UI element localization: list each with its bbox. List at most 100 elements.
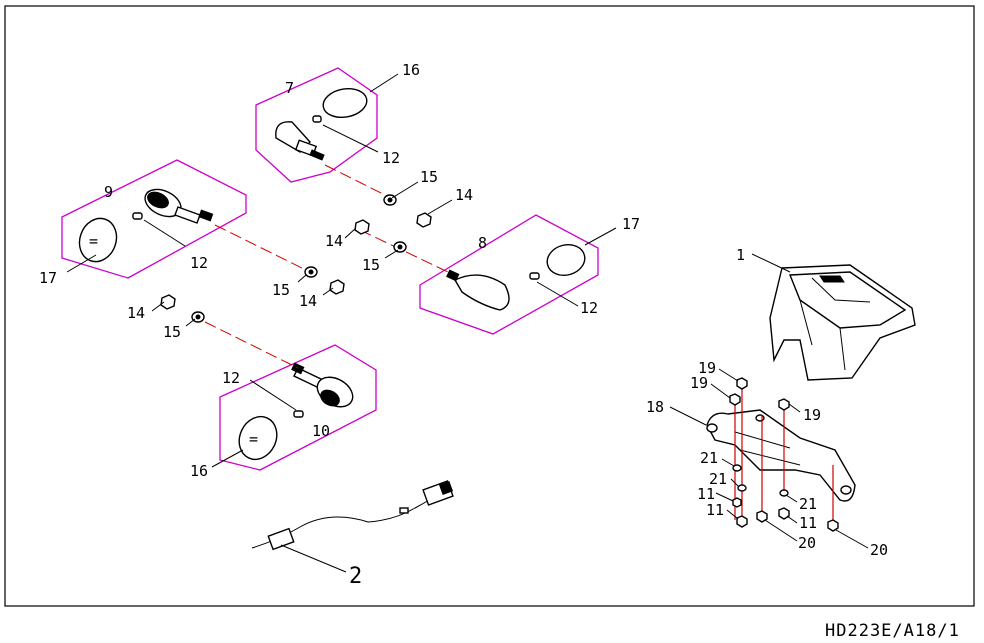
callout-12-lower: 12 bbox=[222, 369, 240, 387]
callout-18: 18 bbox=[646, 398, 664, 416]
callout-14-left: 14 bbox=[299, 292, 317, 310]
harness-clip bbox=[399, 507, 409, 514]
indicator-assembly-10: = bbox=[204, 321, 377, 471]
callout-19-c: 19 bbox=[803, 406, 821, 424]
diagram-code: HD223E/A18/1 bbox=[825, 621, 960, 641]
bracket-hole-mid bbox=[755, 414, 765, 422]
bulb-part-12-right bbox=[529, 272, 540, 280]
group-outline-9 bbox=[61, 159, 247, 279]
callout-15-mid: 15 bbox=[362, 256, 380, 274]
washer-part-21-c bbox=[779, 489, 789, 497]
callout-21-a: 21 bbox=[700, 449, 718, 467]
callout-8: 8 bbox=[478, 234, 487, 252]
bulb-part-12-left bbox=[132, 212, 143, 220]
nut-part-11-b bbox=[736, 515, 748, 528]
drawing-border bbox=[4, 5, 975, 607]
leader-lines bbox=[66, 73, 869, 573]
washer-hole-15-c bbox=[308, 269, 314, 275]
bulb-part-12-lower bbox=[293, 410, 304, 418]
bolt-part-20-a bbox=[756, 510, 768, 523]
indicator-stem-left bbox=[174, 206, 201, 224]
indicator-assembly-7 bbox=[255, 67, 396, 201]
callout-16-lower: 16 bbox=[190, 462, 208, 480]
callout-21-c: 21 bbox=[799, 495, 817, 513]
callout-9: 9 bbox=[104, 183, 113, 201]
callout-12-right: 12 bbox=[580, 299, 598, 317]
callout-21-b: 21 bbox=[709, 470, 727, 488]
lens-part-16-lower bbox=[238, 415, 278, 461]
callout-15-top: 15 bbox=[420, 168, 438, 186]
lens-part-17-right bbox=[546, 243, 586, 277]
nut-part-19-a bbox=[736, 377, 748, 390]
lens-part-17-left bbox=[78, 217, 118, 263]
callout-11-a: 11 bbox=[697, 485, 715, 503]
group-outline-10 bbox=[219, 344, 377, 471]
mounting-hardware bbox=[160, 194, 432, 323]
group-outline-7 bbox=[255, 67, 378, 183]
callout-17-left: 17 bbox=[39, 269, 57, 287]
callout-12-left: 12 bbox=[190, 254, 208, 272]
indicator-rim-left bbox=[147, 191, 169, 209]
stud-top bbox=[309, 149, 325, 161]
wiring-harness-2 bbox=[251, 480, 454, 551]
tail-light-detail-2 bbox=[819, 275, 845, 283]
callout-11-b: 11 bbox=[706, 501, 724, 519]
axis-group-9 bbox=[214, 224, 311, 273]
callout-10: 10 bbox=[312, 422, 330, 440]
stud-left bbox=[198, 209, 214, 222]
callout-labels: 7 16 12 15 14 9 17 12 14 15 8 17 12 15 1… bbox=[39, 61, 888, 589]
group-outline-8 bbox=[419, 214, 599, 335]
indicator-assembly-8 bbox=[359, 214, 599, 335]
tail-light-detail-1 bbox=[799, 277, 871, 371]
callout-20-b: 20 bbox=[870, 541, 888, 559]
callout-15-lower: 15 bbox=[163, 323, 181, 341]
bracket-plate bbox=[706, 409, 856, 502]
callout-16-top: 16 bbox=[402, 61, 420, 79]
harness-connector-left bbox=[267, 527, 295, 551]
washer-hole-15-b bbox=[397, 244, 403, 250]
callout-1: 1 bbox=[736, 246, 745, 264]
axis-group-7 bbox=[324, 164, 396, 201]
lens-mark-lower: = bbox=[249, 430, 258, 448]
nut-part-19-c bbox=[778, 398, 790, 411]
callout-14-mid: 14 bbox=[325, 232, 343, 250]
harness-plug-right bbox=[438, 480, 454, 496]
callout-14-lower: 14 bbox=[127, 304, 145, 322]
callout-14-top: 14 bbox=[455, 186, 473, 204]
callout-19-b: 19 bbox=[690, 374, 708, 392]
callout-17-right: 17 bbox=[622, 215, 640, 233]
stud-right bbox=[446, 269, 460, 282]
washer-part-21-b bbox=[737, 484, 747, 492]
bracket-hole-left bbox=[706, 423, 718, 433]
nut-part-14-a bbox=[416, 212, 432, 228]
callout-19-a: 19 bbox=[698, 359, 716, 377]
stud-lower bbox=[291, 362, 305, 375]
bracket-hole-right bbox=[840, 485, 852, 495]
callout-12-top: 12 bbox=[382, 149, 400, 167]
washer-part-21-a bbox=[732, 464, 742, 472]
nut-part-11-c bbox=[778, 507, 790, 520]
callout-2: 2 bbox=[349, 564, 362, 589]
nut-part-14-b bbox=[354, 219, 370, 235]
callout-11-c: 11 bbox=[799, 514, 817, 532]
axis-group-10 bbox=[204, 321, 299, 369]
callout-20-a: 20 bbox=[798, 534, 816, 552]
callout-7: 7 bbox=[285, 79, 294, 97]
washer-hole-15-d bbox=[195, 314, 201, 320]
callout-15-left: 15 bbox=[272, 281, 290, 299]
nut-part-11-a bbox=[732, 497, 742, 508]
nut-part-19-b bbox=[729, 393, 741, 406]
indicator-assembly-9: = bbox=[61, 159, 311, 279]
lens-part-16-top bbox=[322, 87, 368, 119]
tail-light-assembly-1 bbox=[769, 264, 916, 381]
nut-part-14-c bbox=[329, 279, 345, 295]
indicator-rim-lower bbox=[320, 389, 340, 407]
bracket-assembly-18 bbox=[706, 377, 856, 532]
nut-part-14-d bbox=[160, 294, 176, 310]
lens-mark-left: = bbox=[89, 232, 98, 250]
bolt-part-20-b bbox=[827, 519, 839, 532]
washer-hole-15-a bbox=[387, 197, 393, 203]
indicator-body-right bbox=[454, 274, 510, 311]
bulb-part-12-top bbox=[312, 115, 322, 123]
